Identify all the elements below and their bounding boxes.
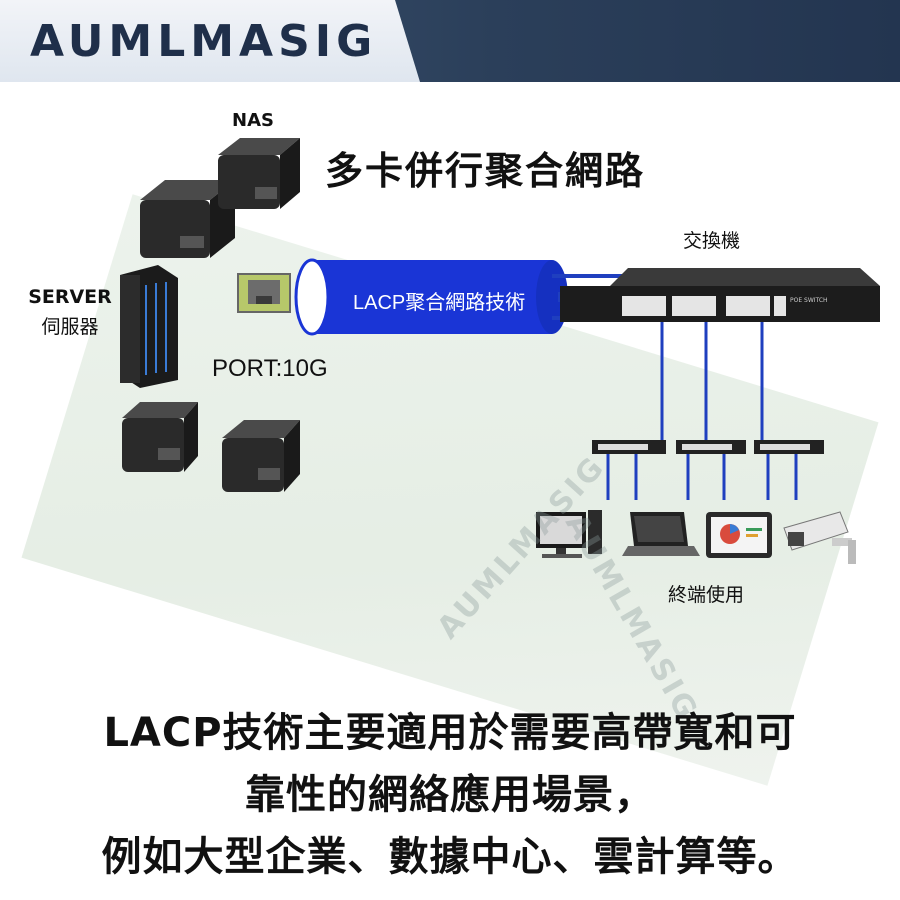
lacp-label: LACP聚合網路技術 — [353, 286, 525, 315]
switch-badge: POE SWITCH — [790, 297, 828, 304]
tablet-icon — [706, 512, 772, 558]
small-switch-1 — [592, 440, 666, 454]
small-switch-2 — [676, 440, 746, 454]
rj45-port-icon — [238, 274, 290, 312]
caption-line-2: 靠性的網絡應用場景， — [0, 762, 900, 820]
terminal-cables — [608, 454, 796, 500]
nas-device-3 — [122, 402, 198, 472]
switch-down-cables — [662, 322, 762, 440]
diagram-title: 多卡併行聚合網路 — [325, 140, 645, 195]
server-sublabel: 伺服器 — [30, 312, 110, 339]
port-label: PORT:10G — [212, 355, 328, 383]
caption-line-3: 例如大型企業、數據中心、雲計算等。 — [0, 824, 900, 882]
small-switch-3 — [754, 440, 824, 454]
laptop-icon — [622, 512, 700, 556]
caption-line-1: LACP技術主要適用於需要高帶寬和可 — [0, 700, 900, 758]
nas-device-2 — [218, 138, 300, 209]
nas-device-4 — [222, 420, 300, 492]
nas-label: NAS — [232, 110, 274, 131]
server-tower — [120, 265, 178, 388]
security-camera-icon — [784, 512, 856, 564]
server-label: SERVER — [20, 286, 120, 308]
terminal-label: 終端使用 — [668, 580, 744, 607]
switch-label: 交換機 — [683, 226, 740, 253]
